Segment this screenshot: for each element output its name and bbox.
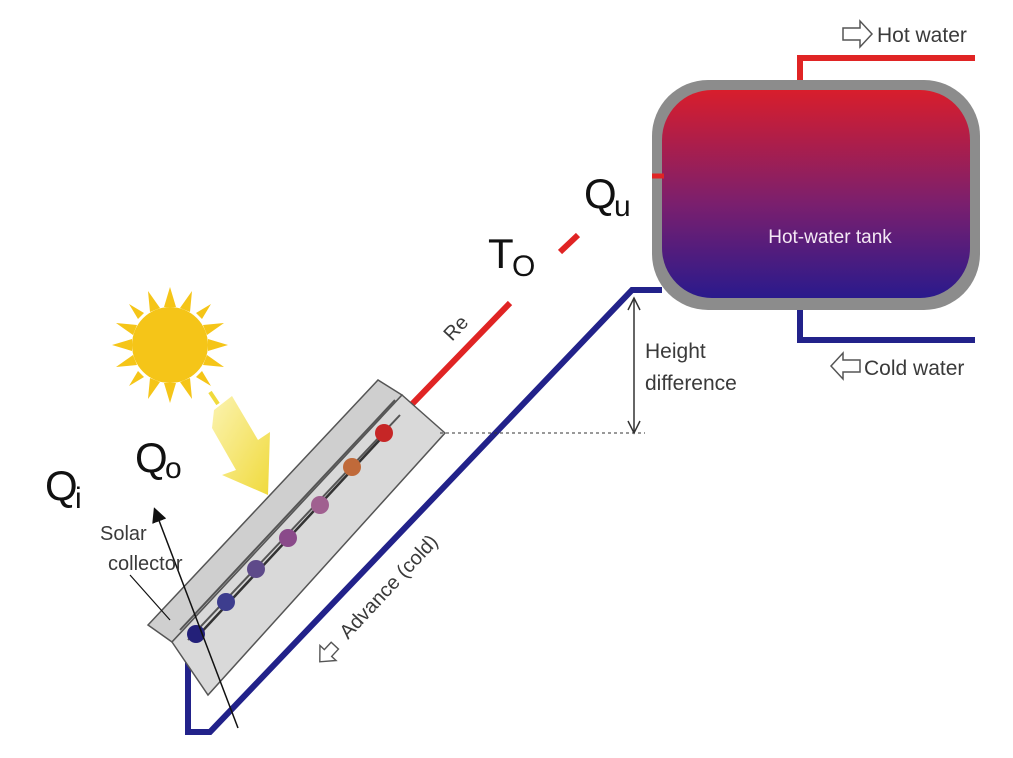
height-label-1: Height: [645, 340, 706, 363]
tank-label: Hot-water tank: [768, 227, 892, 248]
cold-water-arrow-icon: [829, 351, 861, 381]
advance-arrow-icon: [319, 641, 340, 663]
q-u-symbol: Q u: [584, 170, 631, 223]
fluid-bubble: [375, 424, 393, 442]
svg-text:i: i: [75, 482, 82, 515]
fluid-bubble: [217, 593, 235, 611]
hot-water-arrow-icon: [842, 19, 874, 49]
hot-water-tank: [652, 80, 980, 310]
svg-text:O: O: [512, 250, 535, 283]
fluid-bubble: [311, 496, 329, 514]
solar-collector-label-1: Solar: [100, 523, 147, 545]
svg-text:o: o: [165, 452, 182, 485]
advance-cold-pipe: [185, 287, 662, 735]
svg-text:T: T: [488, 230, 514, 277]
return-label: Re: [440, 312, 474, 346]
height-arrow-head-bottom: [627, 420, 641, 435]
fluid-bubble: [247, 560, 265, 578]
svg-text:Q: Q: [45, 462, 78, 509]
sun-icon: [112, 287, 228, 403]
svg-text:Q: Q: [584, 170, 617, 217]
q-i-symbol: Q i: [45, 462, 82, 515]
svg-text:Q: Q: [135, 434, 168, 481]
solar-collector: [146, 379, 447, 697]
cold-water-inlet-pipe: [797, 300, 975, 343]
hot-water-label: Hot water: [877, 24, 967, 47]
t-o-symbol: T O: [488, 230, 535, 283]
solar-collector-label-2: collector: [108, 553, 183, 575]
collector-inner-tube-top: [179, 399, 396, 631]
height-arrow-head-top: [627, 296, 641, 311]
svg-text:u: u: [614, 190, 631, 223]
q-o-arrow: [152, 507, 239, 729]
cold-water-label: Cold water: [864, 357, 964, 380]
q-i-arrow: [129, 574, 171, 621]
fluid-bubble: [343, 458, 361, 476]
fluid-bubble: [279, 529, 297, 547]
collector-body: [171, 393, 447, 697]
tank-body: [662, 90, 970, 298]
return-hot-pipe-upper: [557, 232, 581, 255]
sunlight-arrow-icon: [208, 390, 270, 495]
height-label-2: difference: [645, 372, 737, 395]
q-o-symbol: Q o: [135, 434, 182, 485]
